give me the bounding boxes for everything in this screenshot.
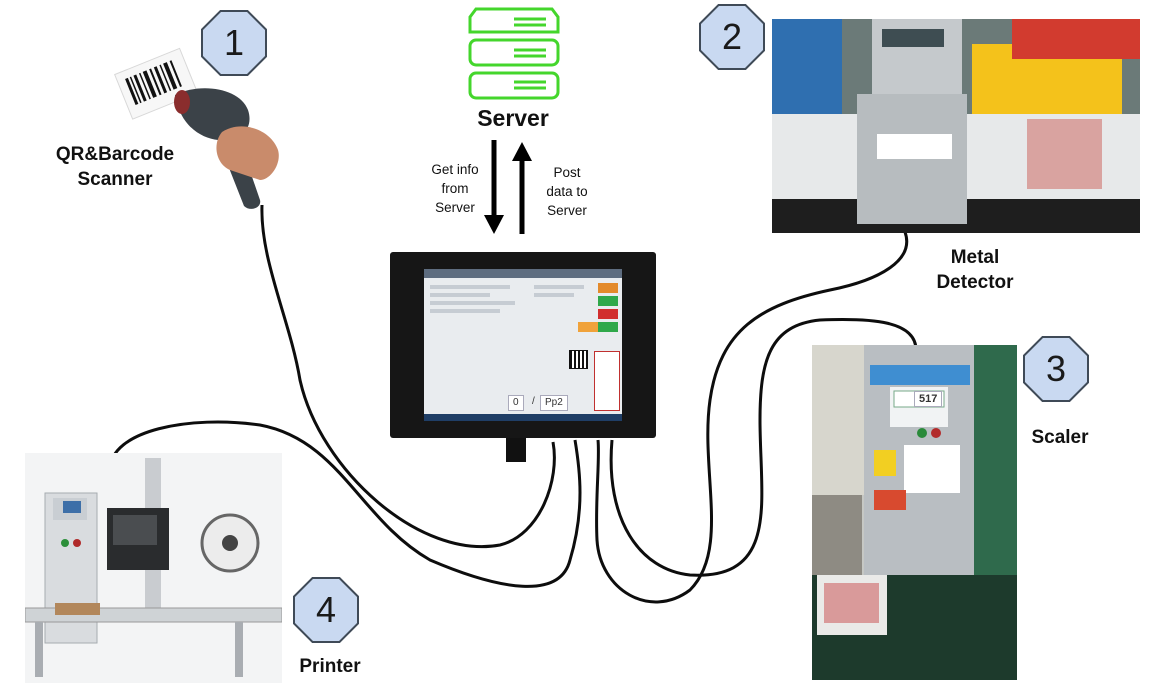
status-button[interactable] (598, 296, 618, 306)
screen-taskbar (424, 414, 622, 421)
qr-code-icon (569, 350, 588, 369)
device-number-badge: 2 (699, 4, 765, 70)
server-label: Server (477, 105, 549, 131)
control-panel-screen: 0 / Pp2 (424, 269, 622, 421)
printer-cable (108, 420, 582, 588)
counter-value: 0 (508, 395, 524, 411)
server-stack-icon (468, 7, 560, 100)
scanner-cable (260, 204, 556, 549)
printer-label: Printer (299, 656, 361, 677)
scaler-cable (609, 317, 918, 577)
label-printer-image (25, 458, 282, 677)
scaler-image (812, 345, 1017, 680)
label-preview (594, 351, 620, 411)
metal-detector-photo (772, 19, 1140, 233)
metal-detector-label: Metal Detector (936, 247, 1014, 293)
status-button[interactable] (598, 309, 618, 319)
device-number-badge: 1 (201, 10, 267, 76)
scaler-weight-display: 517 (914, 391, 943, 407)
status-button[interactable] (598, 322, 618, 332)
scaler-photo: 517 (812, 345, 1017, 680)
post-data-label: Post data to Server (546, 165, 588, 218)
metal-detector-image (772, 19, 1140, 233)
status-button[interactable] (598, 283, 618, 293)
scaler-label: Scaler (1031, 427, 1089, 448)
get-info-label: Get info from Server (431, 162, 479, 215)
counter-separator: / (532, 396, 535, 407)
metal-detector-cable (595, 231, 909, 604)
status-button[interactable] (578, 322, 598, 332)
device-number-badge: 3 (1023, 336, 1089, 402)
printer-photo (25, 453, 282, 683)
barcode-scanner-image (114, 47, 279, 209)
data-flow-arrows (484, 140, 532, 234)
counter-code: Pp2 (540, 395, 568, 411)
control-panel-tablet: 0 / Pp2 (390, 252, 656, 438)
scanner-label: QR&Barcode Scanner (55, 144, 175, 190)
tablet-stand (506, 438, 526, 462)
device-number-badge: 4 (293, 577, 359, 643)
screen-title-bar (424, 269, 622, 278)
